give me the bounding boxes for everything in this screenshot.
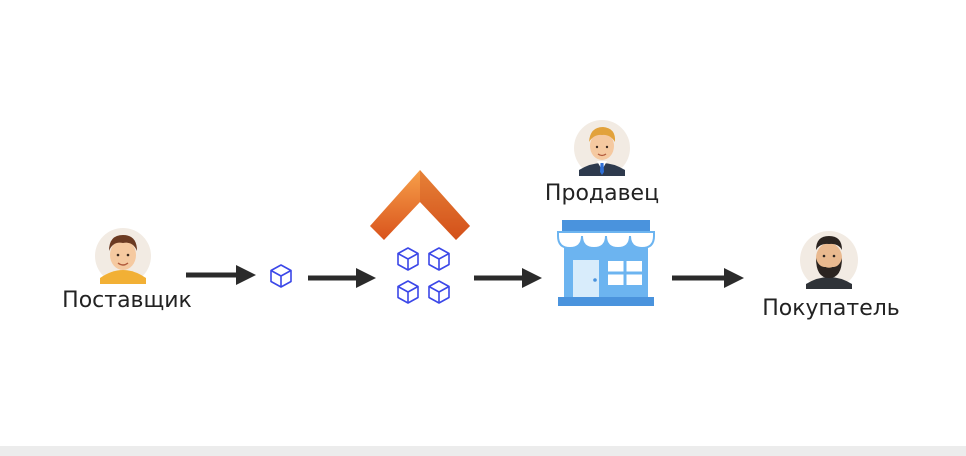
arrow-3: [474, 268, 542, 288]
supplier-avatar-icon: [95, 228, 151, 284]
footer-band: [0, 446, 966, 456]
seller-avatar-icon: [574, 120, 630, 176]
buyer-label: Покупатель: [762, 296, 900, 321]
flow-diagram: [95, 120, 858, 306]
logo-chevron-icon: [370, 170, 470, 240]
packages-icon: [397, 247, 450, 304]
seller-label: Продавец: [544, 181, 660, 206]
arrow-2: [308, 268, 376, 288]
storefront-icon: [557, 220, 655, 306]
package-icon: [270, 264, 292, 288]
supplier-label: Поставщик: [62, 288, 192, 313]
buyer-avatar-icon: [800, 231, 858, 289]
arrow-4: [672, 268, 744, 288]
arrow-1: [186, 265, 256, 285]
